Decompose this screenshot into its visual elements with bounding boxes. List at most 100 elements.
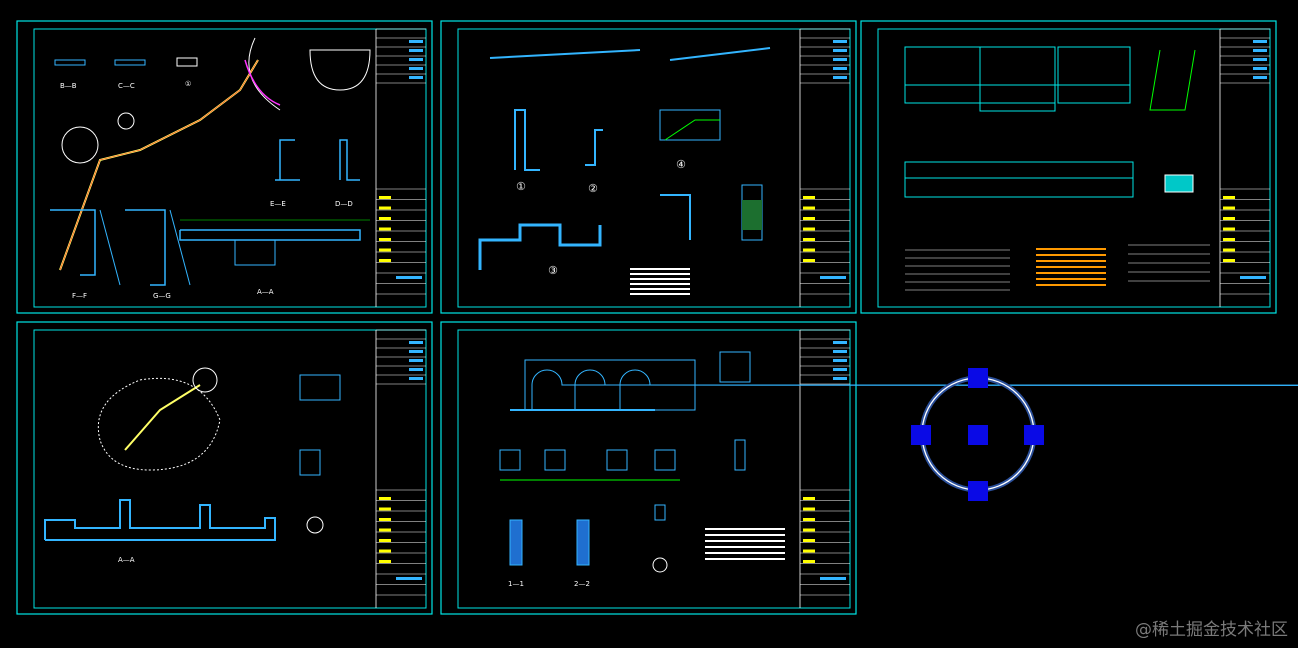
column-footing: [544, 449, 566, 471]
sheet-inner-border: [33, 329, 427, 609]
wall-section: [1149, 49, 1196, 111]
section-label: A—A: [257, 288, 274, 296]
title-block: [1219, 28, 1270, 307]
sheet-outer-border: [440, 321, 857, 615]
sheet-outer-border: [860, 20, 1277, 314]
notes-line: [630, 283, 690, 285]
path-axis: [59, 59, 259, 271]
arch: [531, 369, 1298, 410]
column-section: [734, 439, 746, 471]
detail-label: ④: [676, 158, 686, 171]
detail-1: [514, 109, 540, 171]
section-g: [169, 209, 191, 286]
sheet-outer-border: [16, 321, 433, 615]
notes-line: [1036, 272, 1106, 274]
watermark: @稀土掘金技术社区: [1135, 620, 1288, 640]
drawing-sheet-3[interactable]: [860, 20, 1277, 314]
drawing-sheet-2[interactable]: [440, 20, 857, 314]
detail: [299, 374, 341, 401]
section-a: [179, 229, 361, 241]
grip-bottom[interactable]: [968, 481, 988, 501]
profile-line: [489, 49, 641, 59]
elevation-mid: [979, 46, 1056, 112]
title-block: [799, 329, 850, 608]
notes-line: [705, 540, 785, 542]
title-block: [375, 28, 426, 307]
plan-arc: [248, 37, 281, 111]
detail-circle: [306, 516, 324, 534]
section-label: 1—1: [508, 580, 524, 588]
plan-arc: [244, 59, 281, 106]
notes-line: [705, 528, 785, 530]
detail-label: ③: [548, 264, 558, 277]
drawing-sheet-5[interactable]: [440, 321, 857, 615]
drawing-sheet-4[interactable]: [16, 321, 433, 615]
notes-line: [705, 534, 785, 536]
grip-top[interactable]: [968, 368, 988, 388]
section-f: [50, 209, 96, 276]
grip-left[interactable]: [911, 425, 931, 445]
notes-line: [1036, 248, 1106, 250]
arch: [574, 369, 1298, 410]
section-shape: [176, 57, 198, 67]
profile-line: [669, 47, 771, 61]
notes-line: [705, 558, 785, 560]
section-label: D—D: [335, 200, 353, 208]
sheet-outer-border: [16, 20, 433, 314]
notes-line: [630, 273, 690, 275]
plan-circle: [61, 126, 99, 164]
sheet-inner-border: [457, 28, 851, 308]
section-label: 2—2: [574, 580, 590, 588]
notes-line: [630, 268, 690, 270]
notes-line: [630, 288, 690, 290]
notes-line: [705, 552, 785, 554]
section-label: A—A: [118, 556, 135, 564]
sheet-outer-border: [440, 20, 857, 314]
section-shape: [114, 59, 146, 66]
sheet-inner-border: [33, 28, 427, 308]
section-d: [339, 139, 360, 181]
detail-label: ②: [588, 182, 598, 195]
pile-1: [509, 519, 523, 566]
section-g: [125, 209, 166, 286]
grip-right[interactable]: [1024, 425, 1044, 445]
arch: [619, 369, 1298, 410]
section-label: E—E: [270, 200, 286, 208]
plan-circle: [192, 367, 218, 393]
detail-box: [1164, 174, 1194, 193]
notes-line: [1036, 260, 1106, 262]
detail-label: ①: [516, 180, 526, 193]
column-section: [719, 351, 751, 383]
notes-line: [630, 278, 690, 280]
title-block: [799, 28, 850, 307]
plan-detail: [309, 49, 371, 91]
section-label: B—B: [60, 82, 77, 90]
notes-line: [630, 293, 690, 295]
hatch: [742, 200, 762, 230]
section-e: [279, 139, 295, 180]
drawing-sheet-1[interactable]: [16, 20, 433, 314]
notes-line: [705, 546, 785, 548]
notes-line: [1036, 278, 1106, 280]
notes-line: [1036, 254, 1106, 256]
detail: [299, 449, 321, 476]
column-footing: [606, 449, 628, 471]
detail-5: [660, 194, 691, 240]
section-label: F—F: [72, 292, 88, 300]
grip-center[interactable]: [968, 425, 988, 445]
detail-label: ①: [185, 80, 192, 88]
stairs: [664, 119, 720, 141]
detail-circle: [652, 557, 668, 573]
elevation: [1057, 46, 1131, 104]
detail: [654, 504, 666, 521]
section-a-pit: [234, 239, 276, 266]
sheet-inner-border: [877, 28, 1271, 308]
section-a-a: [44, 499, 276, 541]
notes-line: [1036, 266, 1106, 268]
detail-2: [585, 129, 603, 166]
section-shape: [54, 59, 86, 66]
column-footing: [499, 449, 521, 471]
detail-3: [478, 223, 602, 270]
section-label: G—G: [153, 292, 171, 300]
